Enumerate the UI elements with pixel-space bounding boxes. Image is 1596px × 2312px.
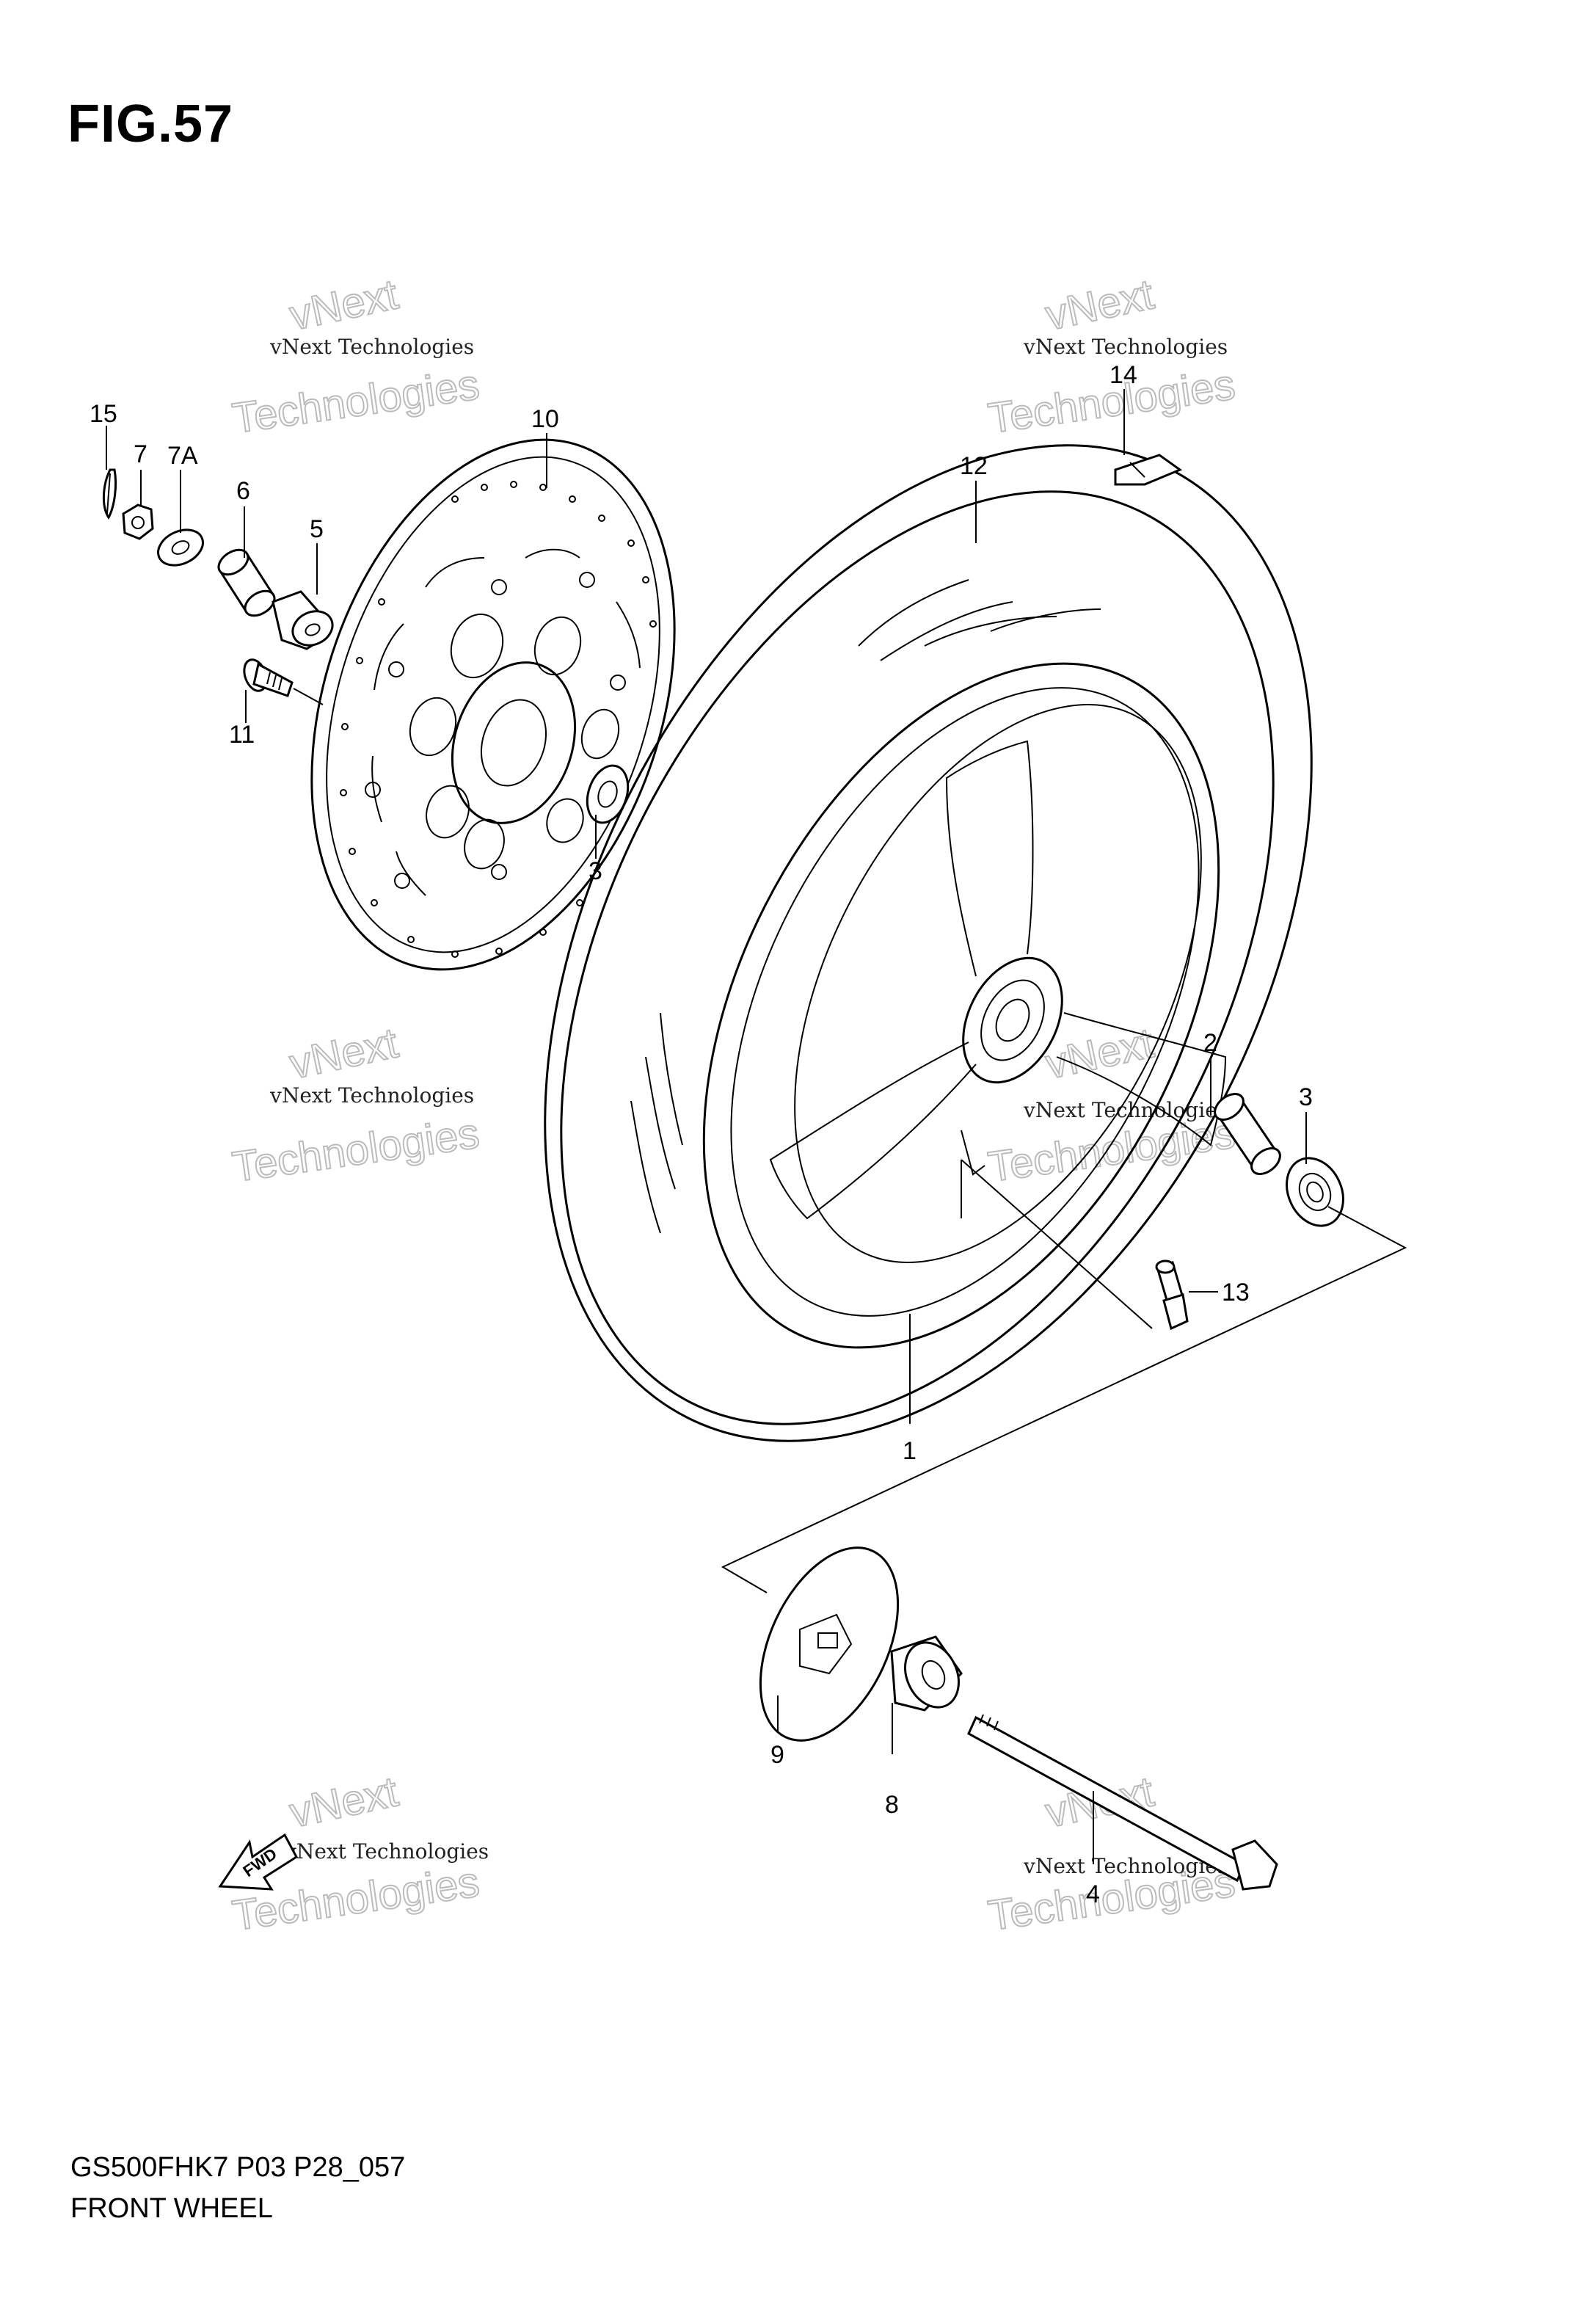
- callout-8: 8: [885, 1791, 899, 1819]
- bearing-part-3-right: [1286, 1157, 1344, 1227]
- callout-11: 11: [229, 721, 255, 749]
- castle-nut-part-7: [122, 504, 154, 540]
- watermark-top-left: Technologies vNext vNext Technologies: [229, 269, 483, 443]
- callout-14: 14: [1109, 361, 1137, 389]
- seal-plate-part-9: [759, 1546, 900, 1742]
- svg-text:Technologies: Technologies: [230, 360, 482, 442]
- cotter-pin-part-15: [102, 468, 117, 520]
- bearing-part-3-upper: [586, 764, 630, 824]
- watermark-mid-left: Technologies vNext vNext Technologies: [229, 1018, 483, 1192]
- assembly-guide-lines: [721, 1159, 1407, 1593]
- svg-text:vNext Technologies: vNext Technologies: [269, 335, 474, 359]
- callout-7: 7: [134, 440, 147, 468]
- callout-1: 1: [903, 1437, 917, 1465]
- model-code: GS500FHK7 P03 P28_057: [70, 2152, 406, 2183]
- callout-10: 10: [531, 405, 559, 433]
- svg-text:vNext: vNext: [285, 270, 402, 339]
- speedo-gear-part-8: [890, 1635, 963, 1712]
- callout-3-upper: 3: [589, 857, 602, 885]
- section-name: FRONT WHEEL: [70, 2193, 273, 2224]
- figure-title: FIG.57: [68, 95, 234, 153]
- callout-3-right: 3: [1299, 1083, 1313, 1111]
- spacer-part-6: [217, 548, 276, 617]
- svg-text:vNext: vNext: [285, 1767, 402, 1836]
- svg-text:vNext Technologies: vNext Technologies: [1023, 1854, 1228, 1878]
- callout-labels: 15 7 7A 6 5 11 10 3 12 14 2 3 13 1 9 8 4: [90, 361, 1313, 1908]
- svg-text:vNext Technologies: vNext Technologies: [269, 1083, 474, 1108]
- valve-part-13: [1155, 1259, 1218, 1331]
- forward-direction-arrow[interactable]: FWD: [218, 1833, 298, 1891]
- tire-part-12: [544, 444, 1313, 1442]
- wheel-rim-part-1: [702, 662, 1227, 1349]
- callout-15: 15: [90, 400, 117, 428]
- svg-text:vNext Technologies: vNext Technologies: [1023, 335, 1228, 359]
- spacer-part-2: [1214, 1093, 1281, 1175]
- brake-disc-part-10: [310, 438, 676, 971]
- svg-text:vNext: vNext: [285, 1019, 402, 1088]
- axle-part-4: [967, 1714, 1278, 1891]
- leader-lines: [106, 389, 1307, 1864]
- callout-6: 6: [236, 477, 250, 505]
- svg-text:vNext Technologies: vNext Technologies: [284, 1839, 489, 1864]
- callout-4: 4: [1086, 1880, 1100, 1908]
- callout-13: 13: [1222, 1279, 1250, 1306]
- callout-9: 9: [770, 1741, 784, 1769]
- watermark-top-right: Technologies vNext vNext Technologies: [985, 269, 1239, 443]
- svg-text:vNext: vNext: [1041, 1019, 1158, 1088]
- callout-2: 2: [1203, 1029, 1217, 1057]
- svg-text:Technologies: Technologies: [230, 1109, 482, 1190]
- washer-part-7a: [157, 528, 204, 567]
- disc-bolt-part-11: [243, 658, 324, 705]
- collar-part-5: [272, 590, 334, 650]
- callout-5: 5: [310, 515, 324, 543]
- callout-7a: 7A: [167, 442, 198, 470]
- balancer-weight-part-14: [1114, 454, 1183, 486]
- callout-12: 12: [960, 452, 988, 480]
- svg-text:vNext: vNext: [1041, 270, 1158, 339]
